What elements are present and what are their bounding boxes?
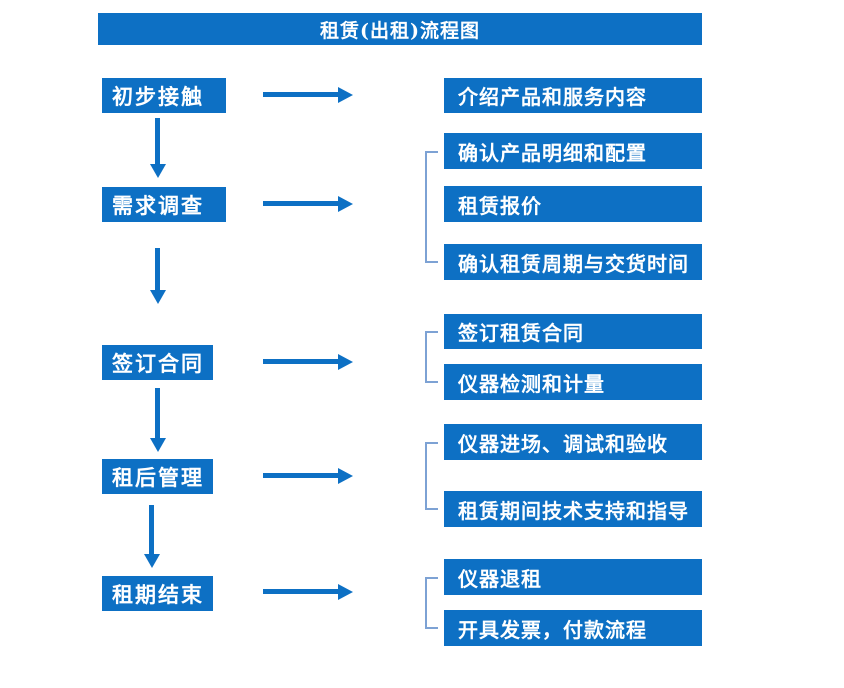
- stage-box-rental-end: 租期结束: [102, 576, 213, 611]
- detail-box-rental-quote: 租赁报价: [444, 186, 702, 222]
- right-arrow-icon: [263, 467, 353, 484]
- detail-box-instrument-return: 仪器退租: [444, 559, 702, 595]
- stage-box-demand-survey: 需求调查: [102, 187, 226, 222]
- group-bracket: [425, 151, 438, 263]
- right-arrow-icon: [263, 583, 353, 600]
- detail-box-invoice-payment: 开具发票，付款流程: [444, 610, 702, 646]
- detail-box-technical-support: 租赁期间技术支持和指导: [444, 491, 702, 527]
- down-arrow-icon: [149, 388, 166, 452]
- right-arrow-icon: [263, 86, 353, 103]
- detail-box-introduce-products: 介绍产品和服务内容: [444, 78, 702, 113]
- stage-box-initial-contact: 初步接触: [102, 78, 226, 113]
- flowchart-title: 租赁(出租)流程图: [320, 19, 480, 42]
- stage-box-post-rental-management: 租后管理: [102, 459, 213, 494]
- group-bracket: [425, 577, 438, 629]
- right-arrow-icon: [263, 195, 353, 212]
- flowchart-title-bar: 租赁(出租)流程图: [98, 13, 702, 45]
- down-arrow-icon: [149, 118, 166, 178]
- detail-box-instrument-inspection: 仪器检测和计量: [444, 364, 702, 400]
- detail-box-instrument-setup-acceptance: 仪器进场、调试和验收: [444, 424, 702, 460]
- stage-box-sign-contract: 签订合同: [102, 345, 213, 380]
- detail-box-confirm-rental-period: 确认租赁周期与交货时间: [444, 244, 702, 280]
- detail-box-sign-rental-contract: 签订租赁合同: [444, 314, 702, 349]
- down-arrow-icon: [149, 248, 166, 304]
- down-arrow-icon: [143, 505, 160, 568]
- group-bracket: [425, 331, 438, 383]
- right-arrow-icon: [263, 353, 353, 370]
- group-bracket: [425, 442, 438, 510]
- detail-box-confirm-product-details: 确认产品明细和配置: [444, 133, 702, 169]
